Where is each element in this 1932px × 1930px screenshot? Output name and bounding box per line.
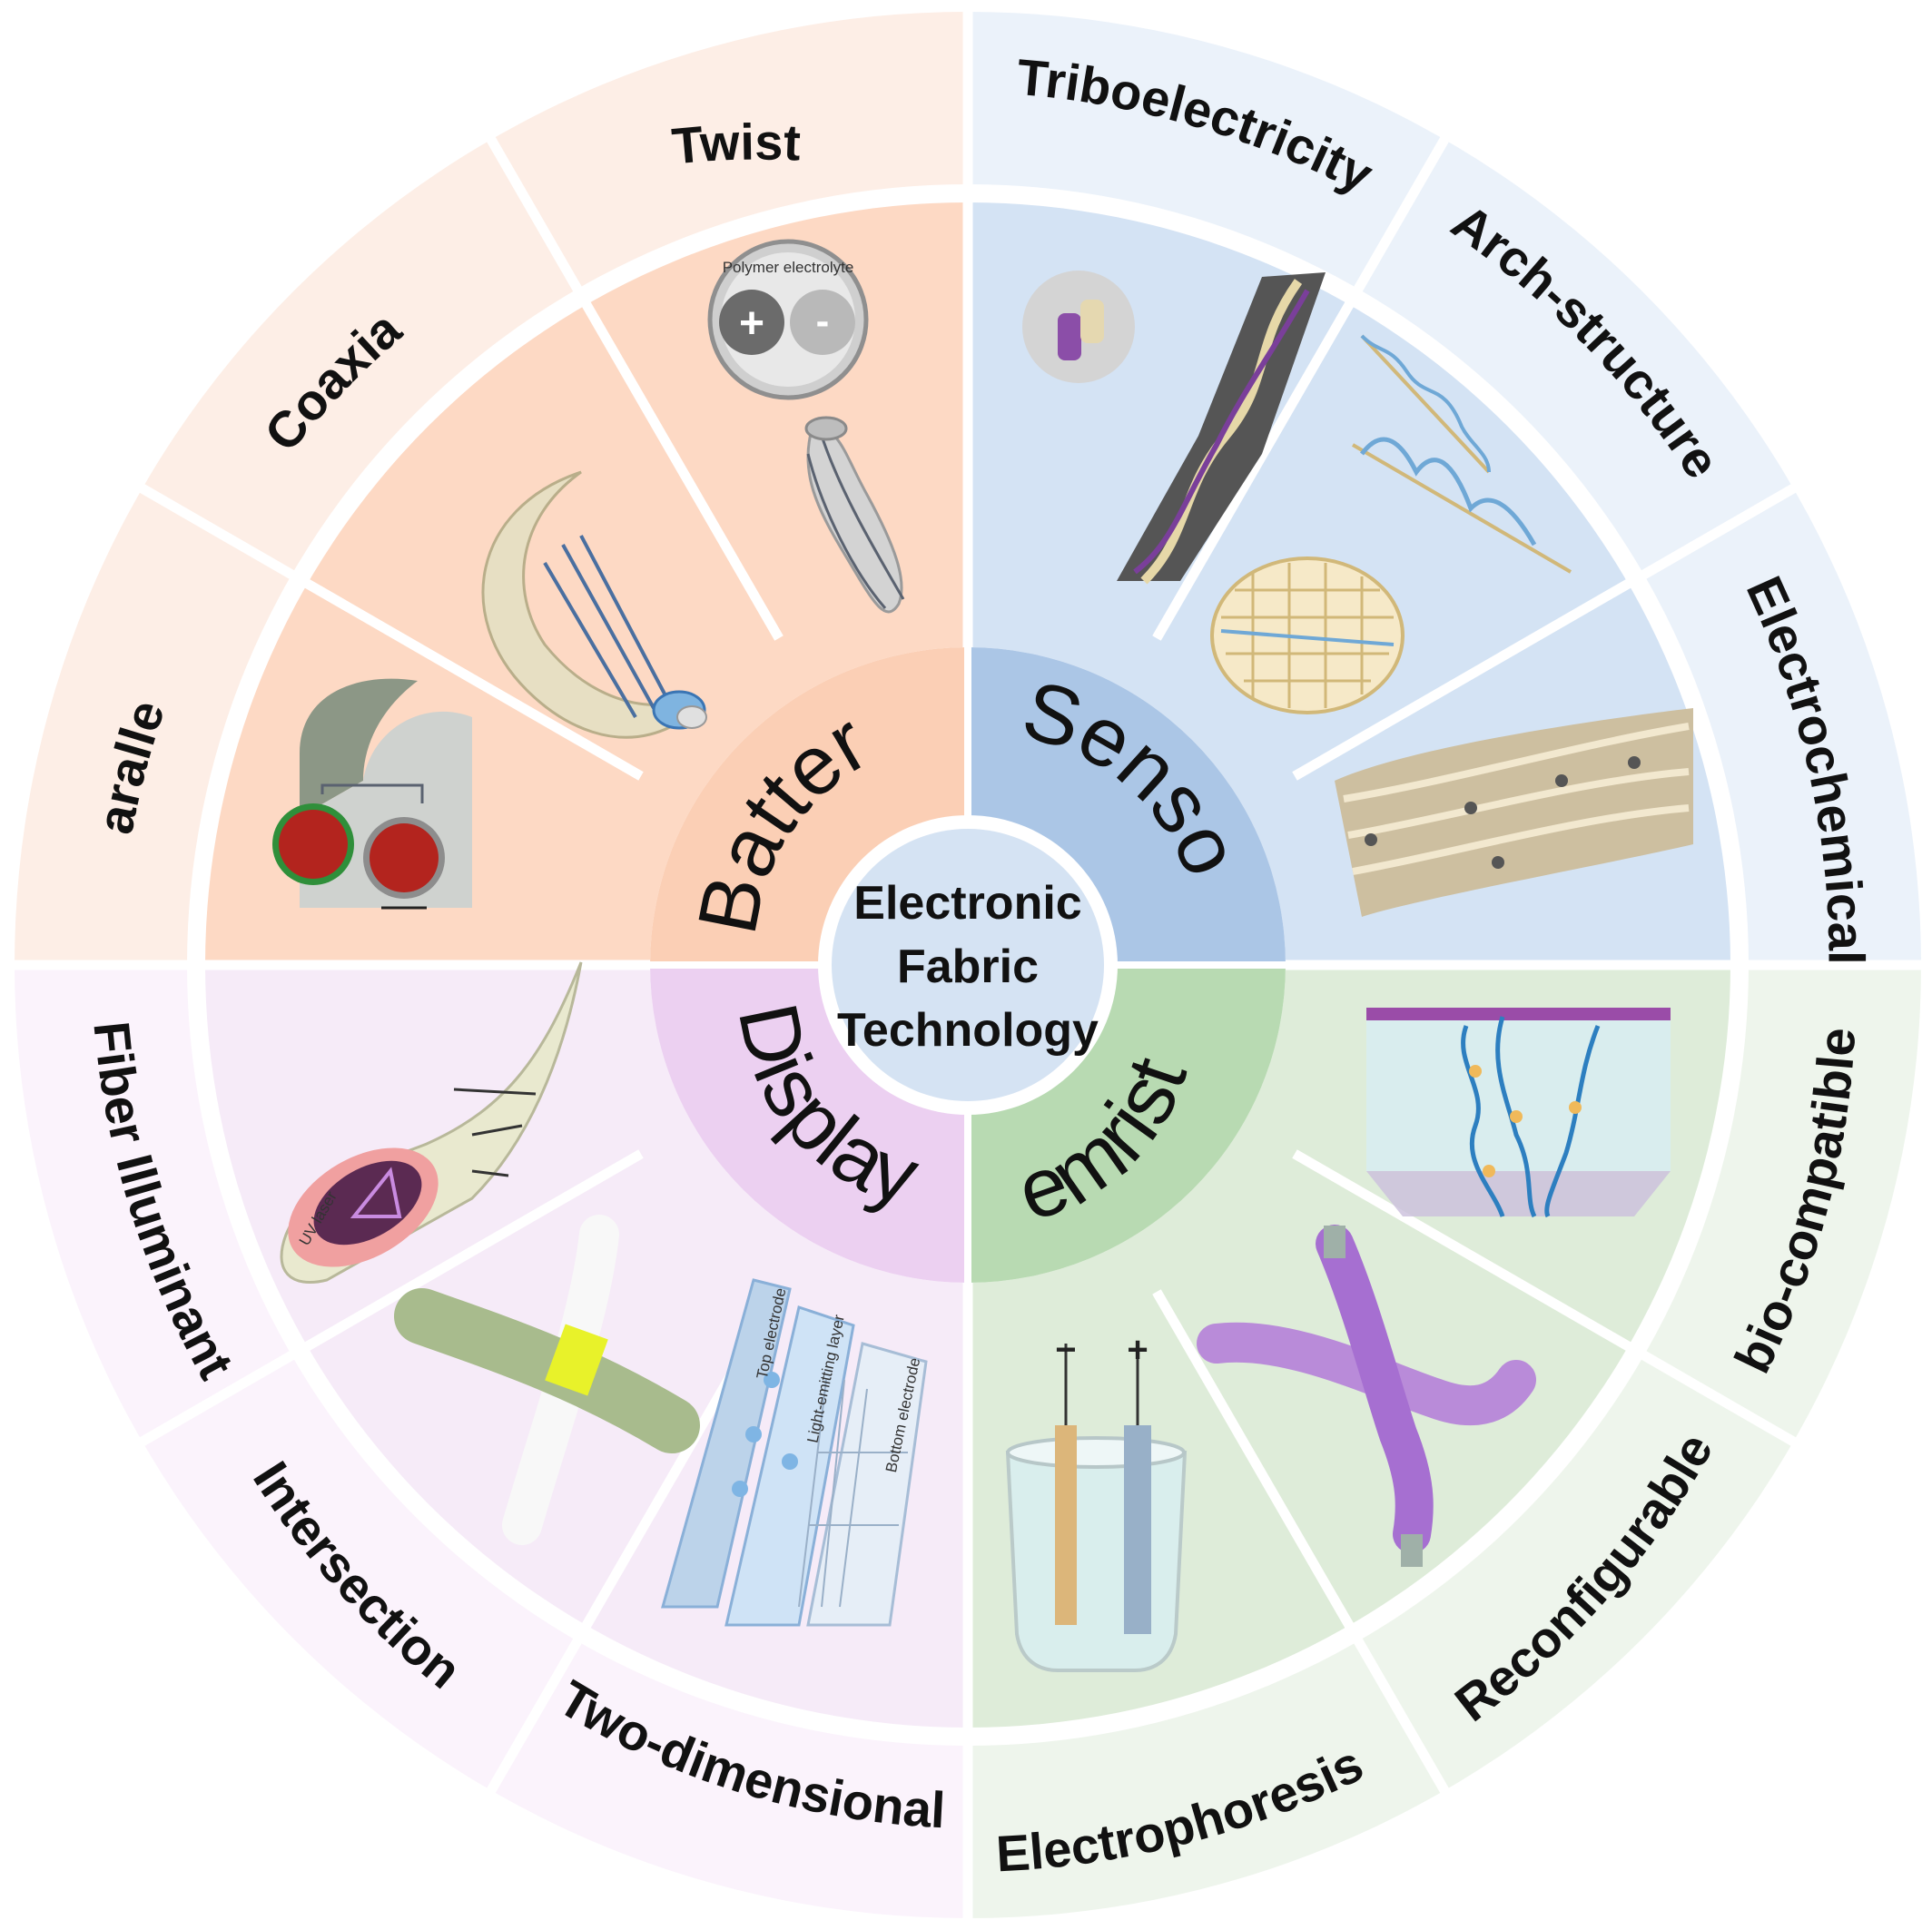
twist-inset-title: Polymer electrolyte <box>723 259 854 276</box>
triboelectricity-illustration <box>1022 271 1326 585</box>
electrophoresis-positive-terminal: + <box>1127 1330 1148 1370</box>
twist-positive-sign: + <box>739 300 764 348</box>
twist-negative-sign: - <box>816 299 830 343</box>
electrochemical-illustration <box>1335 708 1693 917</box>
parallel-illustration <box>272 678 472 910</box>
arch-structure-illustration <box>1210 334 1572 714</box>
center-circle <box>832 829 1104 1101</box>
center-line-1: Electronic <box>853 877 1081 930</box>
bio-compatible-illustration <box>1366 1008 1671 1218</box>
center-title: Electronic Fabric Technology <box>837 877 1099 1057</box>
electrophoresis-negative-terminal: − <box>1055 1330 1076 1370</box>
center-line-2: Fabric <box>897 940 1039 993</box>
center-line-3: Technology <box>837 1004 1099 1057</box>
coaxial-illustration <box>481 470 707 739</box>
electrophoresis-illustration: − + <box>1005 1330 1188 1672</box>
label-twist: Twist <box>670 113 802 174</box>
twist-illustration: + - Polymer electrolyte <box>707 239 905 614</box>
reconfigurable-illustration <box>1197 1225 1536 1567</box>
two-dimensional-illustration: Top electrode Light-emitting layer Botto… <box>661 1278 928 1627</box>
intersection-illustration <box>394 1215 700 1545</box>
fiber-illuminant-illustration: UV laser <box>280 961 583 1285</box>
